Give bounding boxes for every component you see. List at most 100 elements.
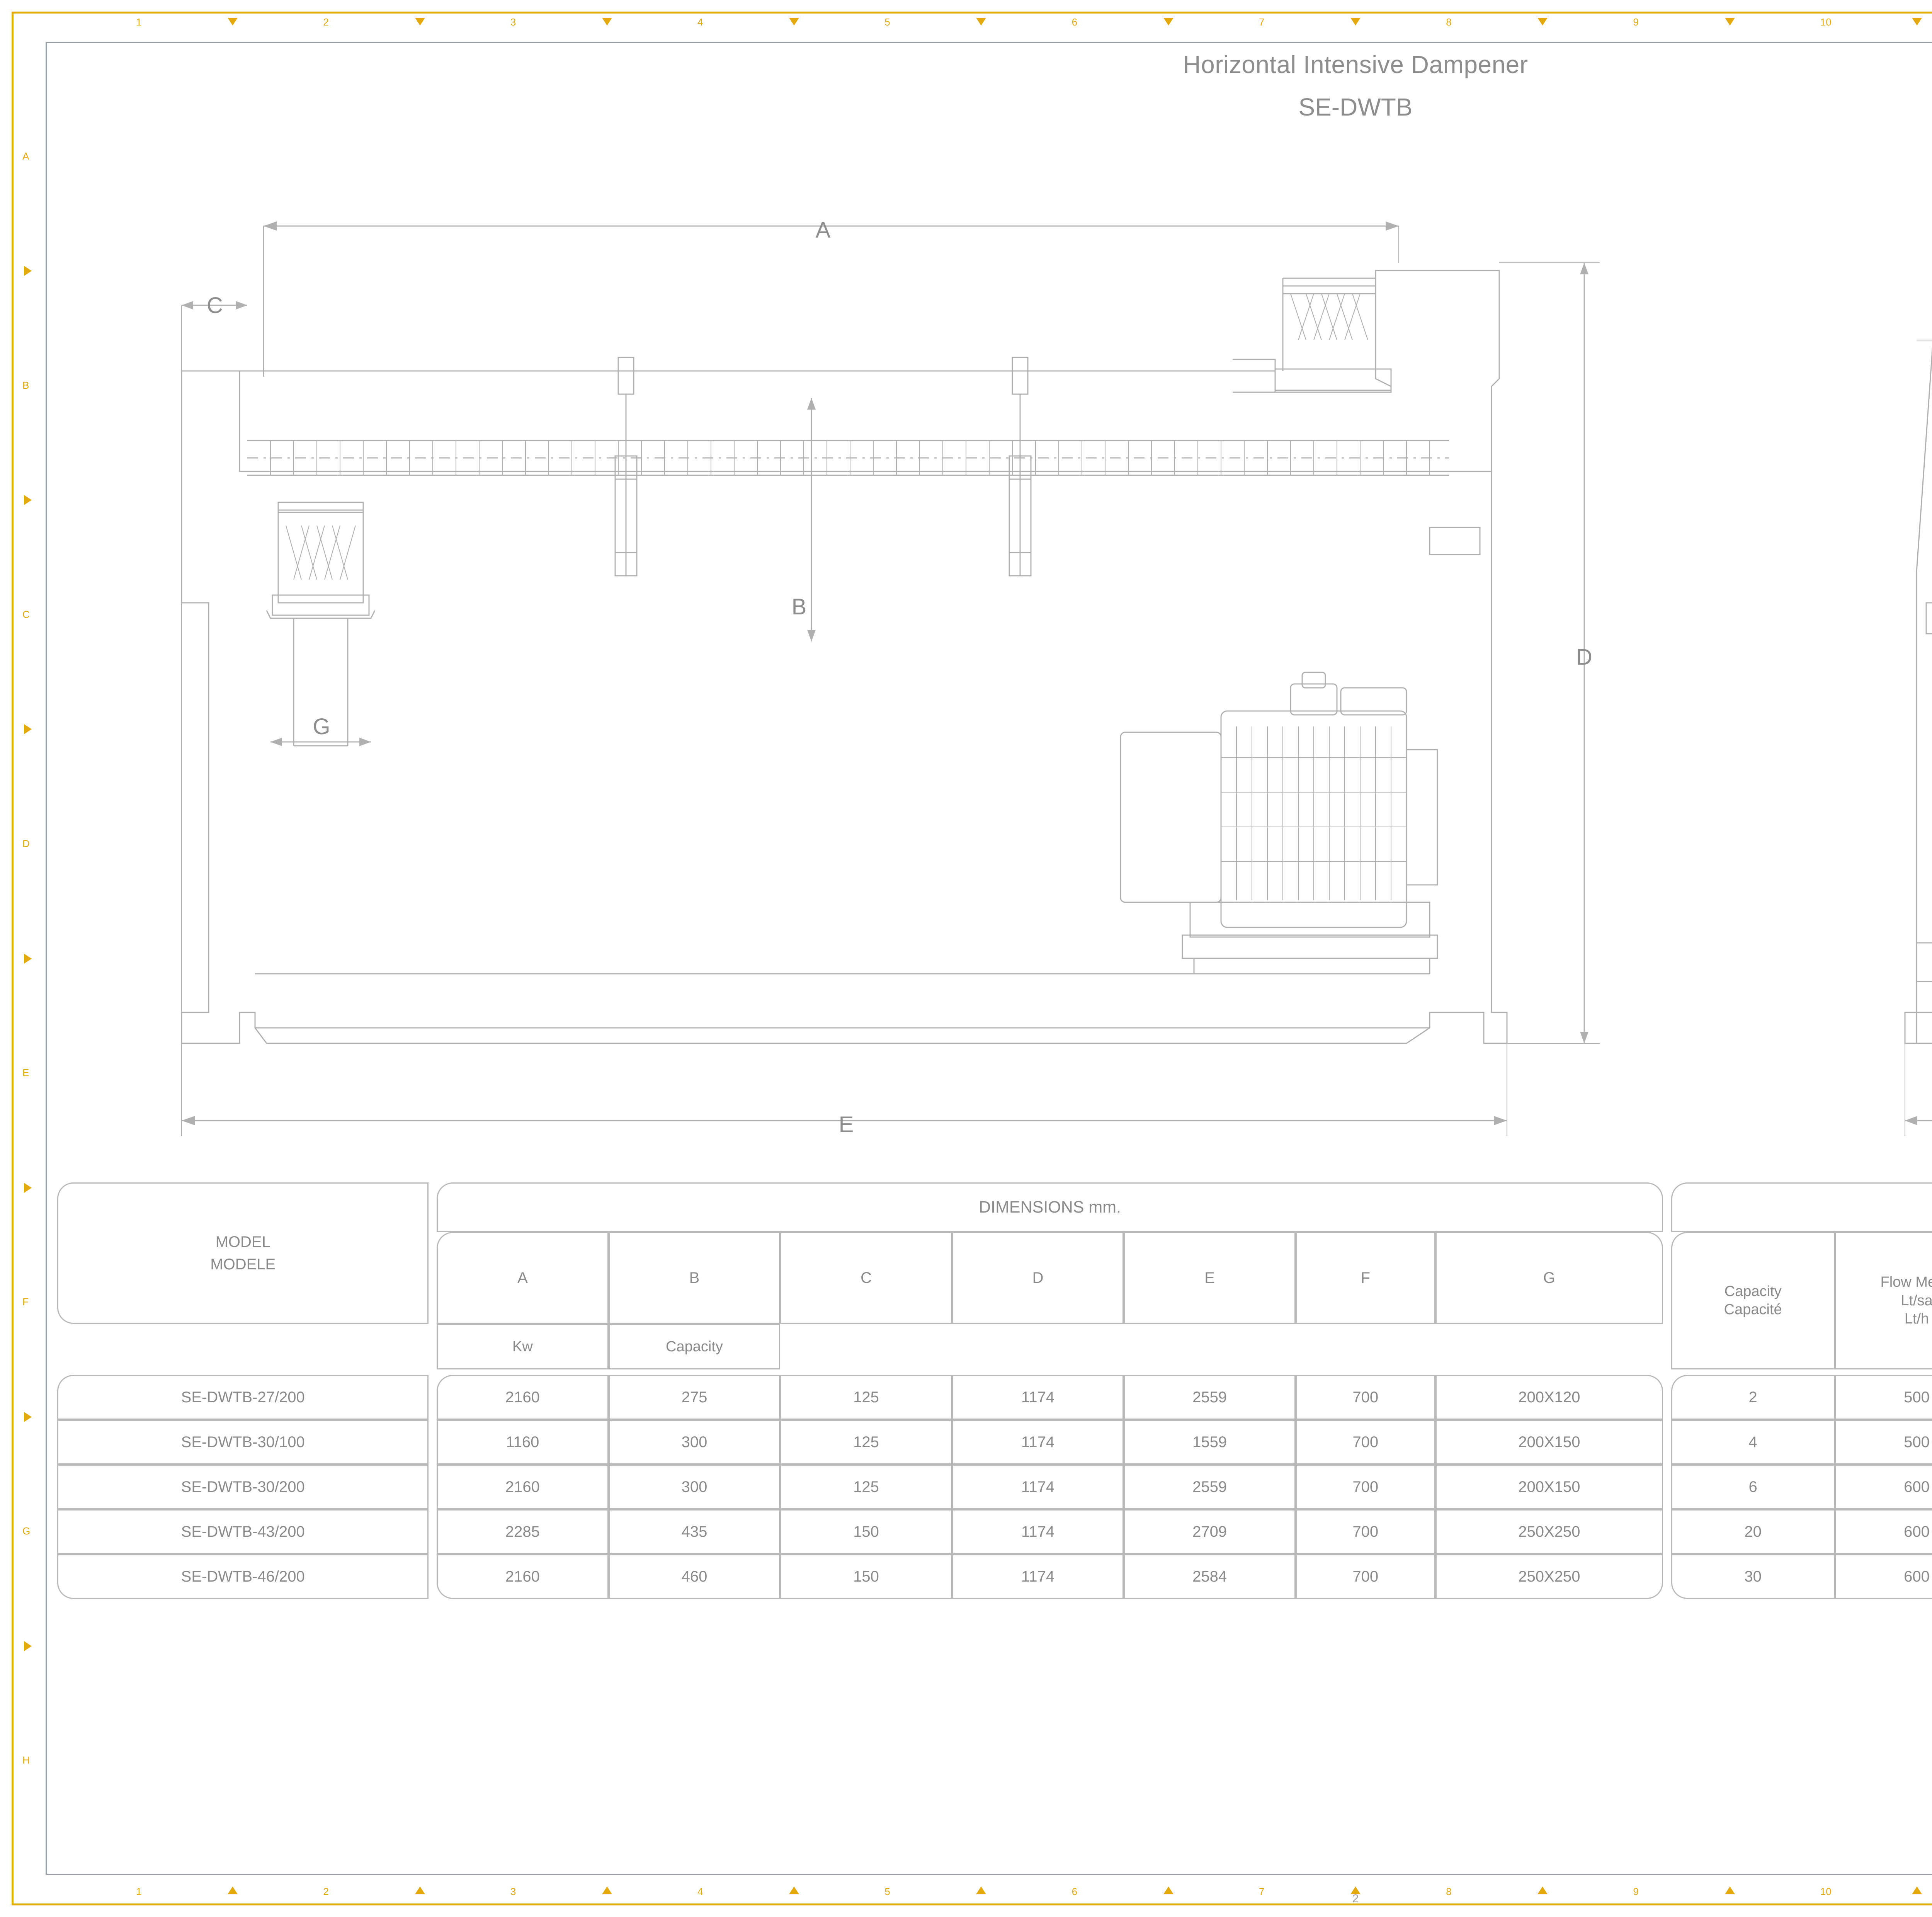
frame-letter-label: H <box>22 1754 30 1766</box>
frame-tick-arrow <box>24 953 32 964</box>
spacer-cell <box>1663 1375 1671 1420</box>
frame-letter-label: C <box>22 608 30 620</box>
cell-dim-A: 2160 <box>437 1554 609 1599</box>
cell-dim-G: 250X250 <box>1435 1509 1663 1555</box>
cell-dim-C: 125 <box>780 1420 952 1465</box>
frame-number-label: 1 <box>136 1886 142 1897</box>
cell-model: SE-DWTB-43/200 <box>57 1509 429 1555</box>
cell-dim-C: 125 <box>780 1465 952 1510</box>
technical-drawing: A B C D E F G G 700 (min.) <box>181 218 1932 1137</box>
cell-tech-capacity: 2 <box>1671 1375 1835 1420</box>
spec-table: MODEL MODELE DIMENSIONS mm. TECHNICAL FE… <box>57 1182 1932 1370</box>
col-head-F: F <box>1295 1232 1435 1324</box>
col-head-group-capacity: Capacity <box>608 1324 781 1370</box>
cell-dim-A: 2285 <box>437 1509 609 1555</box>
spacer-cell <box>1663 1420 1671 1465</box>
page-number: 2 <box>1352 1892 1359 1905</box>
frame-number-label: 5 <box>884 16 890 28</box>
dim-label-B: B <box>792 594 807 619</box>
cell-dim-G: 200X150 <box>1435 1420 1663 1465</box>
frame-tick-arrow <box>24 1412 32 1422</box>
frame-tick-arrow <box>789 1886 799 1894</box>
cell-dim-F: 700 <box>1295 1420 1435 1465</box>
col-head-D: D <box>952 1232 1124 1324</box>
frame-letter-label: G <box>22 1525 31 1537</box>
frame-number-label: 6 <box>1071 1886 1078 1897</box>
frame-number-label: 7 <box>1259 16 1265 28</box>
frame-tick-arrow <box>1725 18 1735 26</box>
cell-tech-flow: 600 <box>1835 1509 1932 1555</box>
header-model: MODEL MODELE <box>57 1182 429 1324</box>
frame-number-label: 3 <box>510 1886 516 1897</box>
frame-tick-arrow <box>976 1886 986 1894</box>
frame-tick-arrow <box>602 18 612 26</box>
cell-model: SE-DWTB-27/200 <box>57 1375 429 1420</box>
spacer-cell <box>1663 1509 1671 1554</box>
cell-dim-B: 300 <box>608 1465 781 1510</box>
spacer-col-1 <box>429 1182 437 1369</box>
cell-dim-E: 2559 <box>1124 1465 1296 1510</box>
cell-tech-flow: 600 <box>1835 1465 1932 1510</box>
frame-tick-arrow <box>228 18 238 26</box>
table-header-row-2: A B C D E F G Capacity Capacité Flow Met… <box>57 1232 1932 1370</box>
frame-letter-label: D <box>22 837 30 849</box>
cell-dim-D: 1174 <box>952 1465 1124 1510</box>
table-header-row-3: Kw Capacity <box>57 1324 1932 1370</box>
cell-dim-B: 460 <box>608 1554 781 1599</box>
frame-tick-arrow <box>1725 1886 1735 1894</box>
spacer-cell <box>1663 1465 1671 1509</box>
frame-number-label: 8 <box>1446 16 1452 28</box>
frame-number-label: 6 <box>1071 16 1078 28</box>
page-title-text: Horizontal Intensive Dampener <box>1183 51 1528 78</box>
frame-number-label: 10 <box>1820 16 1832 28</box>
col-head-group-kw: Kw <box>437 1324 609 1370</box>
spacer-cell <box>429 1465 437 1509</box>
frame-number-label: 9 <box>1633 16 1639 28</box>
sheet-border-outer <box>12 12 1932 1905</box>
spacer-cell <box>429 1375 437 1420</box>
cell-dim-G: 200X120 <box>1435 1375 1663 1420</box>
frame-tick-arrow <box>228 1886 238 1894</box>
frame-letter-label: A <box>22 150 29 162</box>
cell-tech-capacity: 6 <box>1671 1465 1835 1510</box>
frame-number-label: 8 <box>1446 1886 1452 1897</box>
frame-number-label: 4 <box>697 16 703 28</box>
dim-label-D: D <box>1576 645 1592 670</box>
dim-label-A: A <box>816 218 831 243</box>
dim-label-E: E <box>839 1112 854 1137</box>
frame-tick-arrow <box>24 1641 32 1651</box>
frame-tick-arrow <box>976 18 986 26</box>
cell-tech-flow: 500 <box>1835 1375 1932 1420</box>
frame-number-label: 2 <box>323 16 329 28</box>
spacer-cell <box>1663 1554 1671 1599</box>
spacer-cell <box>429 1554 437 1599</box>
table-header-row-1: MODEL MODELE DIMENSIONS mm. TECHNICAL FE… <box>57 1182 1932 1324</box>
cell-dim-F: 700 <box>1295 1509 1435 1555</box>
cell-dim-F: 700 <box>1295 1554 1435 1599</box>
col-head-E: E <box>1124 1232 1296 1324</box>
frame-tick-arrow <box>1537 1886 1548 1894</box>
cell-dim-F: 700 <box>1295 1375 1435 1420</box>
frame-tick-arrow <box>1912 18 1922 26</box>
frame-number-label: 7 <box>1259 1886 1265 1897</box>
frame-number-label: 4 <box>697 1886 703 1897</box>
cell-dim-F: 700 <box>1295 1465 1435 1510</box>
col-head-A: A <box>437 1232 609 1324</box>
cell-dim-E: 2584 <box>1124 1554 1296 1599</box>
page-subtitle: SE-DWTB <box>0 93 1932 121</box>
cell-dim-G: 250X250 <box>1435 1554 1663 1599</box>
header-dimensions: DIMENSIONS mm. <box>437 1182 1663 1232</box>
frame-tick-arrow <box>415 18 425 26</box>
page-subtitle-text: SE-DWTB <box>1298 93 1413 121</box>
cell-dim-A: 2160 <box>437 1465 609 1510</box>
frame-tick-arrow <box>24 1182 32 1193</box>
cell-tech-flow: 500 <box>1835 1420 1932 1465</box>
frame-letter-label: F <box>22 1296 29 1308</box>
frame-tick-arrow <box>24 266 32 276</box>
spacer-col-2 <box>1663 1182 1671 1369</box>
cell-tech-capacity: 20 <box>1671 1509 1835 1555</box>
